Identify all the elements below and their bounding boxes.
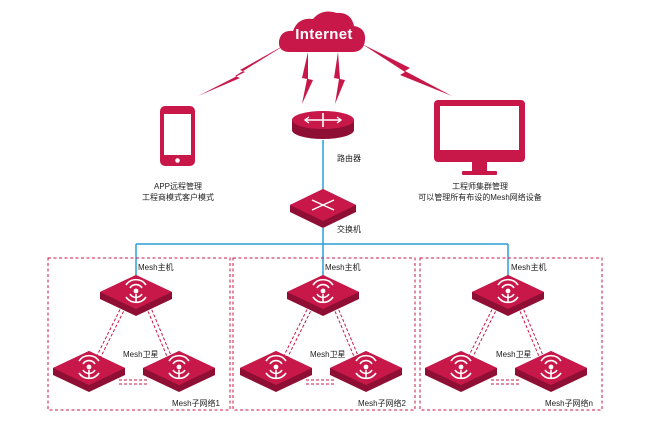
subnet-2-name-label: Mesh子网络2 — [358, 399, 407, 408]
switch-icon — [290, 189, 356, 228]
subnet-3-link-master-right — [517, 305, 544, 357]
subnet-box-1 — [47, 257, 231, 411]
router-icon — [292, 111, 354, 139]
cloud-icon — [278, 11, 366, 52]
subnet-3-mesh-master-node — [472, 275, 544, 316]
subnet-2-satellite-label: Mesh卫星 — [310, 350, 346, 359]
router-label: 路由器 — [337, 154, 361, 163]
subnet-3-satellite-label: Mesh卫星 — [496, 350, 532, 359]
subnet-2-link-master-left — [283, 304, 314, 358]
subnet-2-mesh-satellite-left — [240, 351, 312, 392]
wireless-bolt-to-monitor — [362, 44, 452, 96]
wireless-bolt-to-router-left — [302, 52, 313, 104]
subnet-1-mesh-master-node — [100, 275, 172, 316]
wireless-bolt-to-phone — [198, 42, 290, 96]
monitor-caption-line1: 工程师集群管理 — [452, 182, 508, 191]
subnet-2-mesh-satellite-right — [330, 351, 402, 392]
subnet-1-link-satellites — [119, 379, 149, 385]
subnet-2-mesh-master-node — [287, 275, 359, 316]
subnet-3-link-master-left — [468, 304, 499, 358]
subnet-3-name-label: Mesh子网络n — [545, 399, 594, 408]
subnet-3-link-satellites — [491, 379, 521, 385]
subnet-1-name-label: Mesh子网络1 — [172, 399, 221, 408]
subnet-1-mesh-satellite-right — [143, 351, 215, 392]
subnet-3-mesh-satellite-right — [515, 351, 587, 392]
monitor-caption-line2: 可以管理所有布设的Mesh网络设备 — [418, 193, 542, 202]
subnet-3-master-label: Mesh主机 — [511, 263, 547, 272]
subnet-2-link-satellites — [306, 379, 336, 385]
switch-distribution-lines — [135, 228, 509, 276]
wireless-bolt-to-router-right — [334, 52, 345, 104]
internet-label: Internet — [295, 26, 353, 43]
subnet-1-satellite-label: Mesh卫星 — [123, 350, 159, 359]
subnet-2-master-label: Mesh主机 — [325, 263, 361, 272]
subnet-1-master-label: Mesh主机 — [138, 263, 174, 272]
switch-label: 交换机 — [337, 225, 361, 234]
subnet-1-link-master-left — [96, 304, 127, 358]
subnet-1-mesh-satellite-left — [53, 351, 125, 392]
subnet-1-link-master-right — [145, 305, 172, 357]
subnet-2-link-master-right — [332, 305, 359, 357]
subnet-box-2 — [232, 257, 416, 411]
phone-caption-line2: 工程商模式客户模式 — [142, 193, 214, 202]
subnet-3-mesh-satellite-left — [425, 351, 497, 392]
monitor-icon — [434, 100, 525, 175]
smartphone-icon — [160, 106, 195, 166]
subnet-box-3 — [419, 257, 603, 411]
phone-caption-line1: APP远程管理 — [153, 182, 202, 191]
